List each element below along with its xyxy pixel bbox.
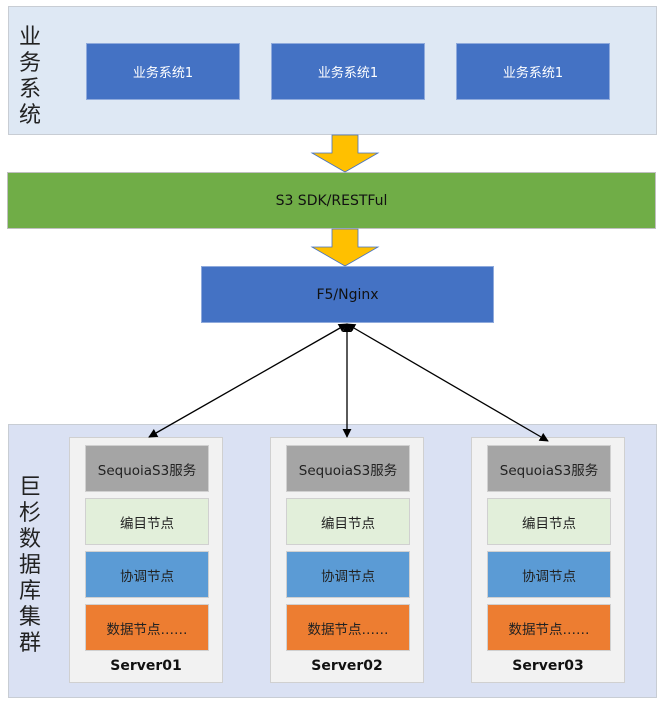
coordination-node-layer: 协调节点	[85, 551, 209, 598]
flow-arrow-down-icon	[310, 228, 380, 267]
flow-arrow-down-icon	[310, 134, 380, 173]
connector-arrow-server01	[148, 323, 348, 438]
data-node-layer: 数据节点……	[85, 604, 209, 651]
s3-interface-band: S3 SDK/RESTFul	[7, 172, 656, 229]
data-node-layer: 数据节点……	[487, 604, 611, 651]
cluster-label: 巨杉数据库集群	[18, 475, 41, 656]
sequoia-s3-service-layer: SequoiaS3服务	[286, 445, 410, 492]
sequoia-s3-service-layer: SequoiaS3服务	[85, 445, 209, 492]
catalog-node-layer: 编目节点	[487, 498, 611, 545]
coordination-node-layer: 协调节点	[286, 551, 410, 598]
server-box: SequoiaS3服务 编目节点 协调节点 数据节点…… Server03	[471, 437, 625, 683]
catalog-node-layer: 编目节点	[85, 498, 209, 545]
data-node-layer: 数据节点……	[286, 604, 410, 651]
business-system-box: 业务系统1	[271, 43, 425, 100]
server-name: Server01	[110, 658, 182, 674]
server-box: SequoiaS3服务 编目节点 协调节点 数据节点…… Server01	[69, 437, 223, 683]
coordination-node-layer: 协调节点	[487, 551, 611, 598]
connector-arrow-server03	[346, 323, 549, 442]
business-system-box: 业务系统1	[456, 43, 610, 100]
server-box: SequoiaS3服务 编目节点 协调节点 数据节点…… Server02	[270, 437, 424, 683]
server-name: Server03	[512, 658, 584, 674]
business-system-box: 业务系统1	[86, 43, 240, 100]
business-systems-label: 业务系统	[18, 25, 41, 128]
catalog-node-layer: 编目节点	[286, 498, 410, 545]
server-name: Server02	[311, 658, 383, 674]
load-balancer-box: F5/Nginx	[201, 266, 494, 323]
sequoia-s3-service-layer: SequoiaS3服务	[487, 445, 611, 492]
